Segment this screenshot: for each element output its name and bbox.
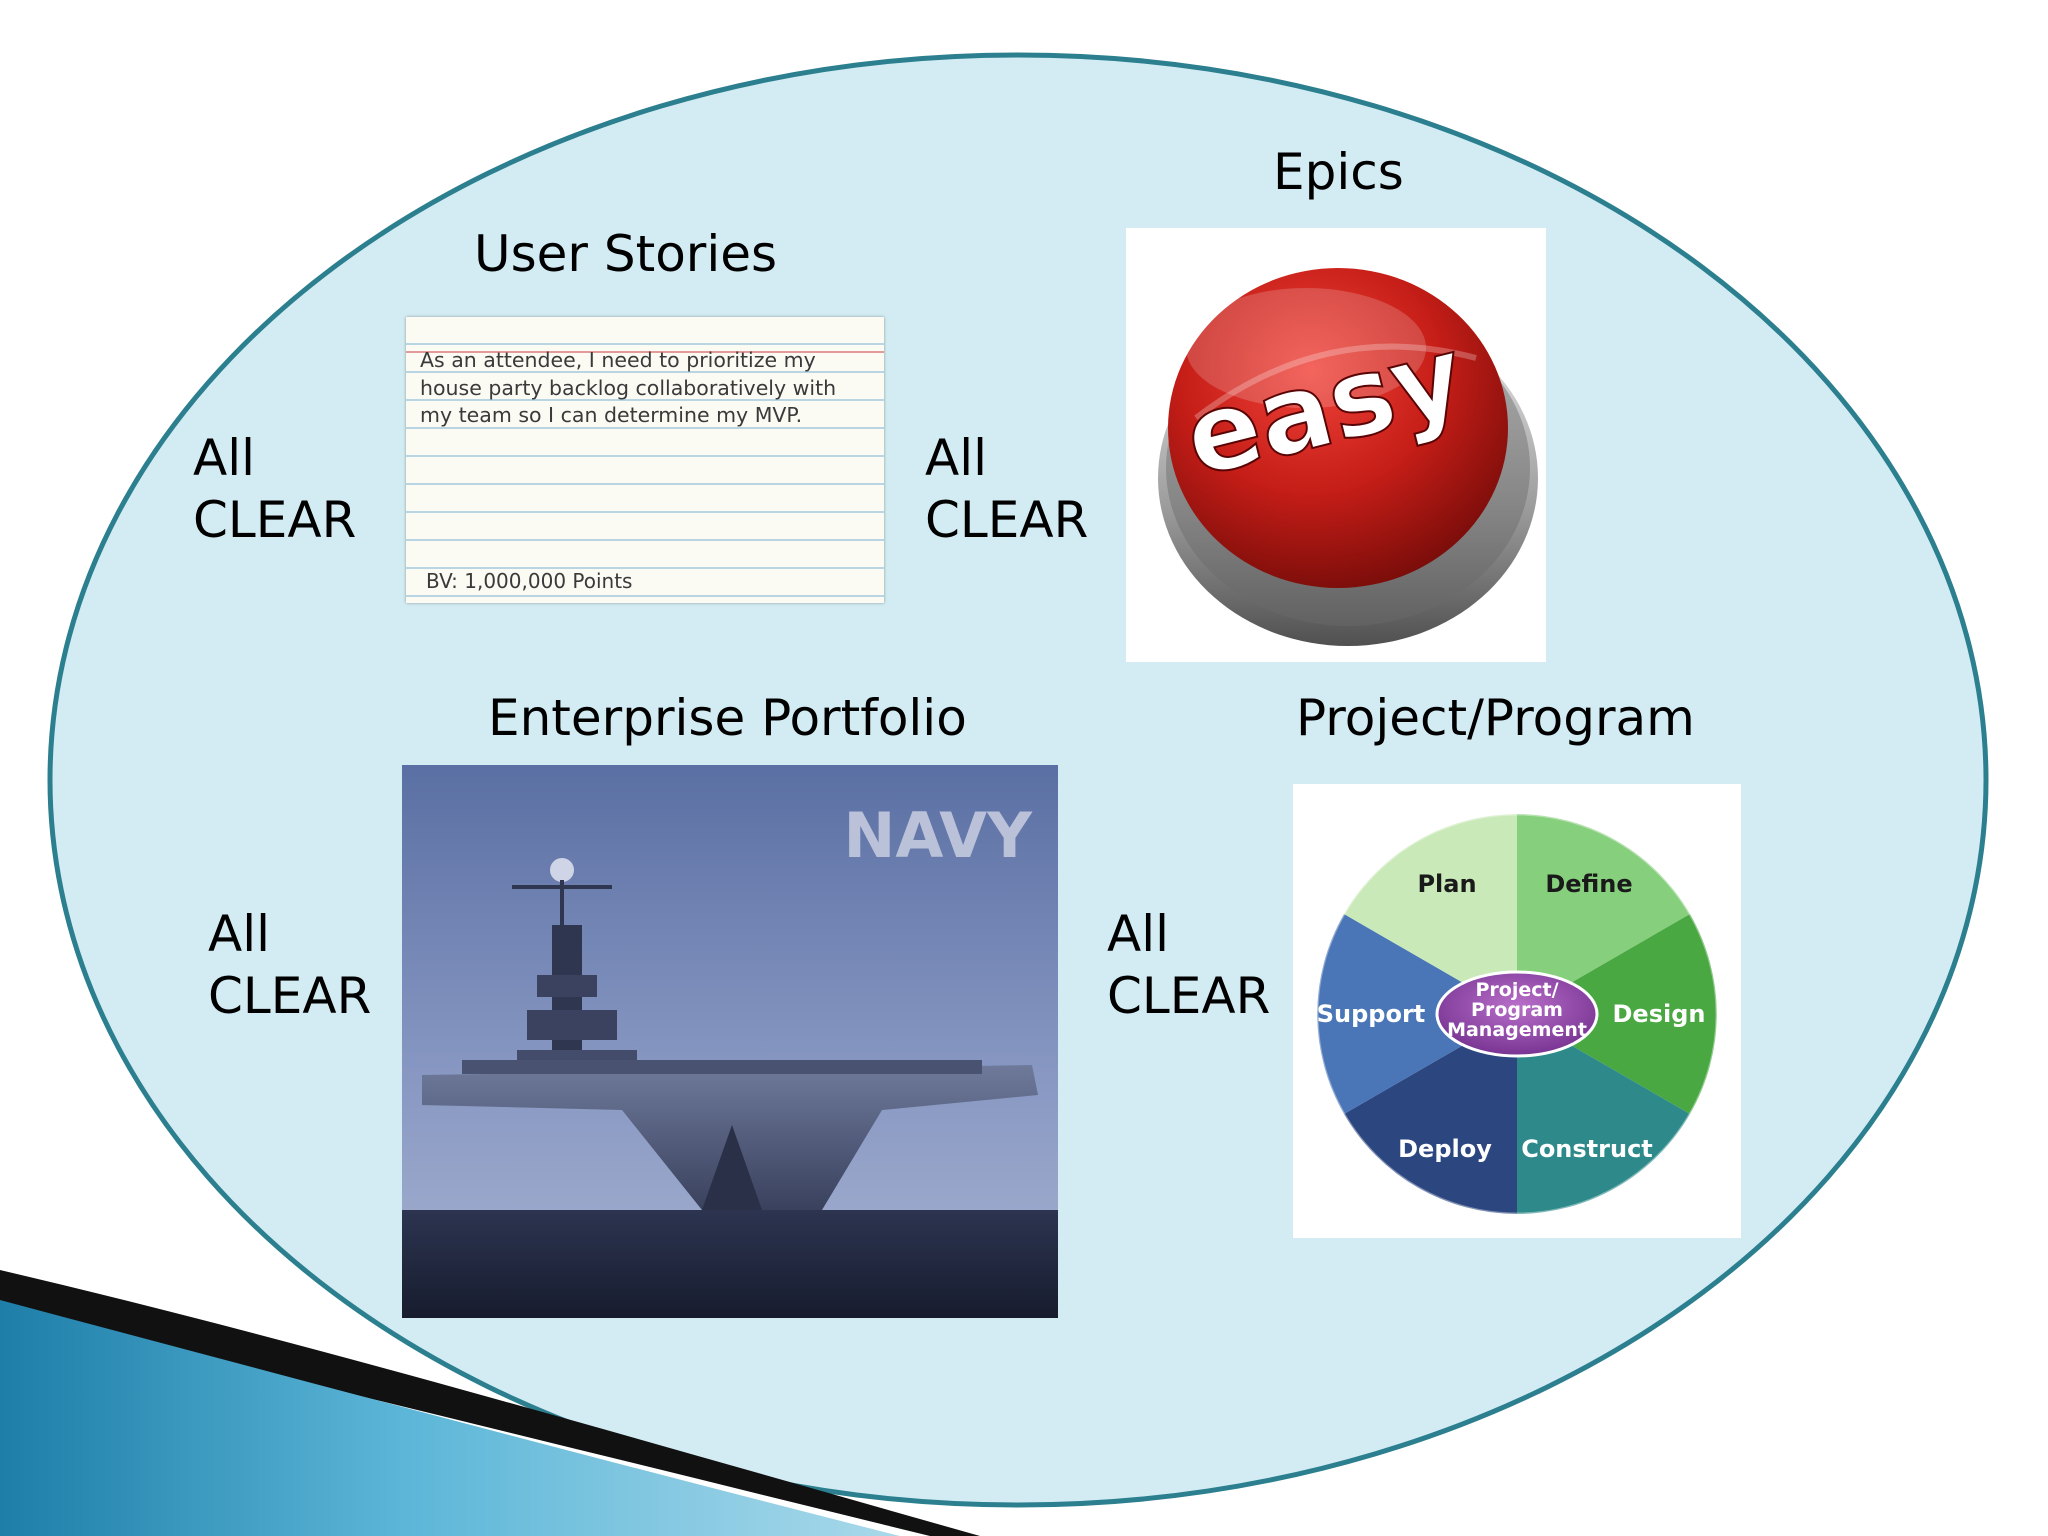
cycle-stage-construct: Construct xyxy=(1521,1135,1653,1163)
epics-title: Epics xyxy=(1273,143,1404,201)
user-stories-status: All CLEAR xyxy=(193,427,356,551)
cycle-stage-plan: Plan xyxy=(1417,870,1476,898)
corner-swoosh xyxy=(0,1300,900,1536)
user-stories-title: User Stories xyxy=(474,225,778,283)
cycle-center-text: Project/ xyxy=(1475,979,1558,1001)
user-story-text: As an attendee, I need to prioritize my … xyxy=(420,348,837,427)
cycle-stage-define: Define xyxy=(1545,870,1632,898)
enterprise-portfolio-title: Enterprise Portfolio xyxy=(488,689,967,747)
project-program-status: All CLEAR xyxy=(1107,903,1270,1027)
status-line: CLEAR xyxy=(208,967,372,1025)
cycle-center-text: Program xyxy=(1471,999,1563,1021)
enterprise-portfolio-status: All CLEAR xyxy=(208,903,371,1027)
user-story-card: As an attendee, I need to prioritize my … xyxy=(406,317,884,603)
project-program-title: Project/Program xyxy=(1296,689,1695,747)
navy-text: NAVY xyxy=(843,799,1033,872)
cycle-center-text: Management xyxy=(1447,1019,1587,1041)
epics-status: All CLEAR xyxy=(925,427,1088,551)
status-line: CLEAR xyxy=(1107,967,1271,1025)
easy-button-text: easy xyxy=(1173,313,1476,502)
corner-swoosh-dark xyxy=(0,1270,980,1536)
status-line: CLEAR xyxy=(193,491,357,549)
cycle-stage-design: Design xyxy=(1613,1000,1706,1028)
aircraft-carrier-image: NAVY xyxy=(402,765,1058,1318)
easy-button-icon: easy xyxy=(1158,268,1538,646)
cycle-stage-support: Support xyxy=(1317,1000,1426,1028)
aircraft-carrier-icon: NAVY xyxy=(402,765,1058,1318)
status-line: All xyxy=(1107,905,1169,963)
project-cycle-icon: Project/ Program Management Plan Define … xyxy=(1315,812,1719,1216)
easy-button-image: easy xyxy=(1126,228,1546,662)
status-line: CLEAR xyxy=(925,491,1089,549)
status-line: All xyxy=(193,429,255,487)
business-value-text: BV: 1,000,000 Points xyxy=(426,569,633,593)
card-header-line xyxy=(406,351,884,353)
project-cycle-diagram: Project/ Program Management Plan Define … xyxy=(1293,784,1741,1238)
status-line: All xyxy=(208,905,270,963)
cycle-stage-deploy: Deploy xyxy=(1398,1135,1492,1163)
status-line: All xyxy=(925,429,987,487)
